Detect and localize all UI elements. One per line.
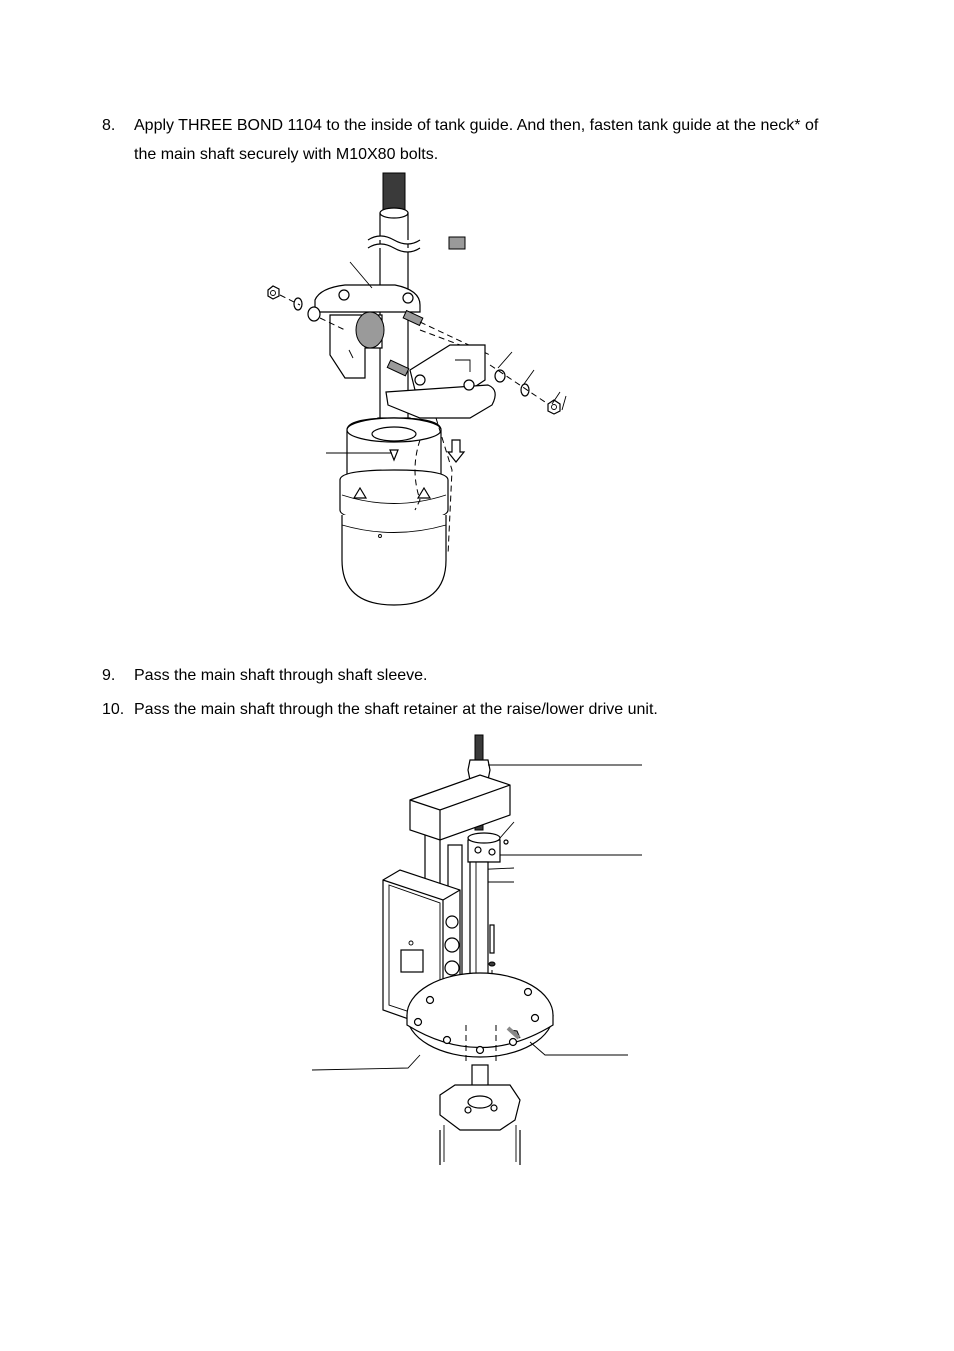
nut-icon [267, 285, 280, 300]
step-text: Apply THREE BOND 1104 to the inside of t… [134, 117, 819, 163]
cable-gland-icon [444, 960, 460, 976]
break-mark [367, 243, 421, 253]
step-number: 10. [102, 701, 125, 718]
step-text: Pass the main shaft through the shaft re… [134, 701, 658, 718]
tank-guide-right-bottom [385, 384, 496, 419]
step-number: 9. [102, 667, 116, 684]
cable-gland-icon [444, 937, 460, 953]
step-text: Pass the main shaft through shaft sleeve… [134, 667, 428, 684]
adhesive-legend-icon [448, 236, 466, 250]
washer-icon [520, 383, 530, 397]
nut-icon [547, 399, 561, 415]
bolt-icon [489, 924, 495, 954]
bolt-head [414, 374, 426, 386]
label-plate [400, 949, 424, 973]
bolt-head [338, 289, 350, 301]
down-arrow-icon [446, 439, 466, 463]
drive-motor-box [409, 774, 511, 841]
break-mark [367, 235, 421, 245]
bolt-head [402, 292, 414, 304]
washer-icon [307, 306, 321, 322]
adhesive-area [355, 311, 385, 349]
bolt-head [463, 379, 475, 391]
bolt-icon [386, 359, 410, 377]
bolt-icon [402, 309, 424, 327]
washer-icon [488, 961, 496, 967]
step-number: 8. [102, 117, 116, 134]
cable-gland-icon [445, 915, 459, 929]
arrow-marker-icon [389, 449, 399, 462]
housing-lower [341, 515, 447, 606]
